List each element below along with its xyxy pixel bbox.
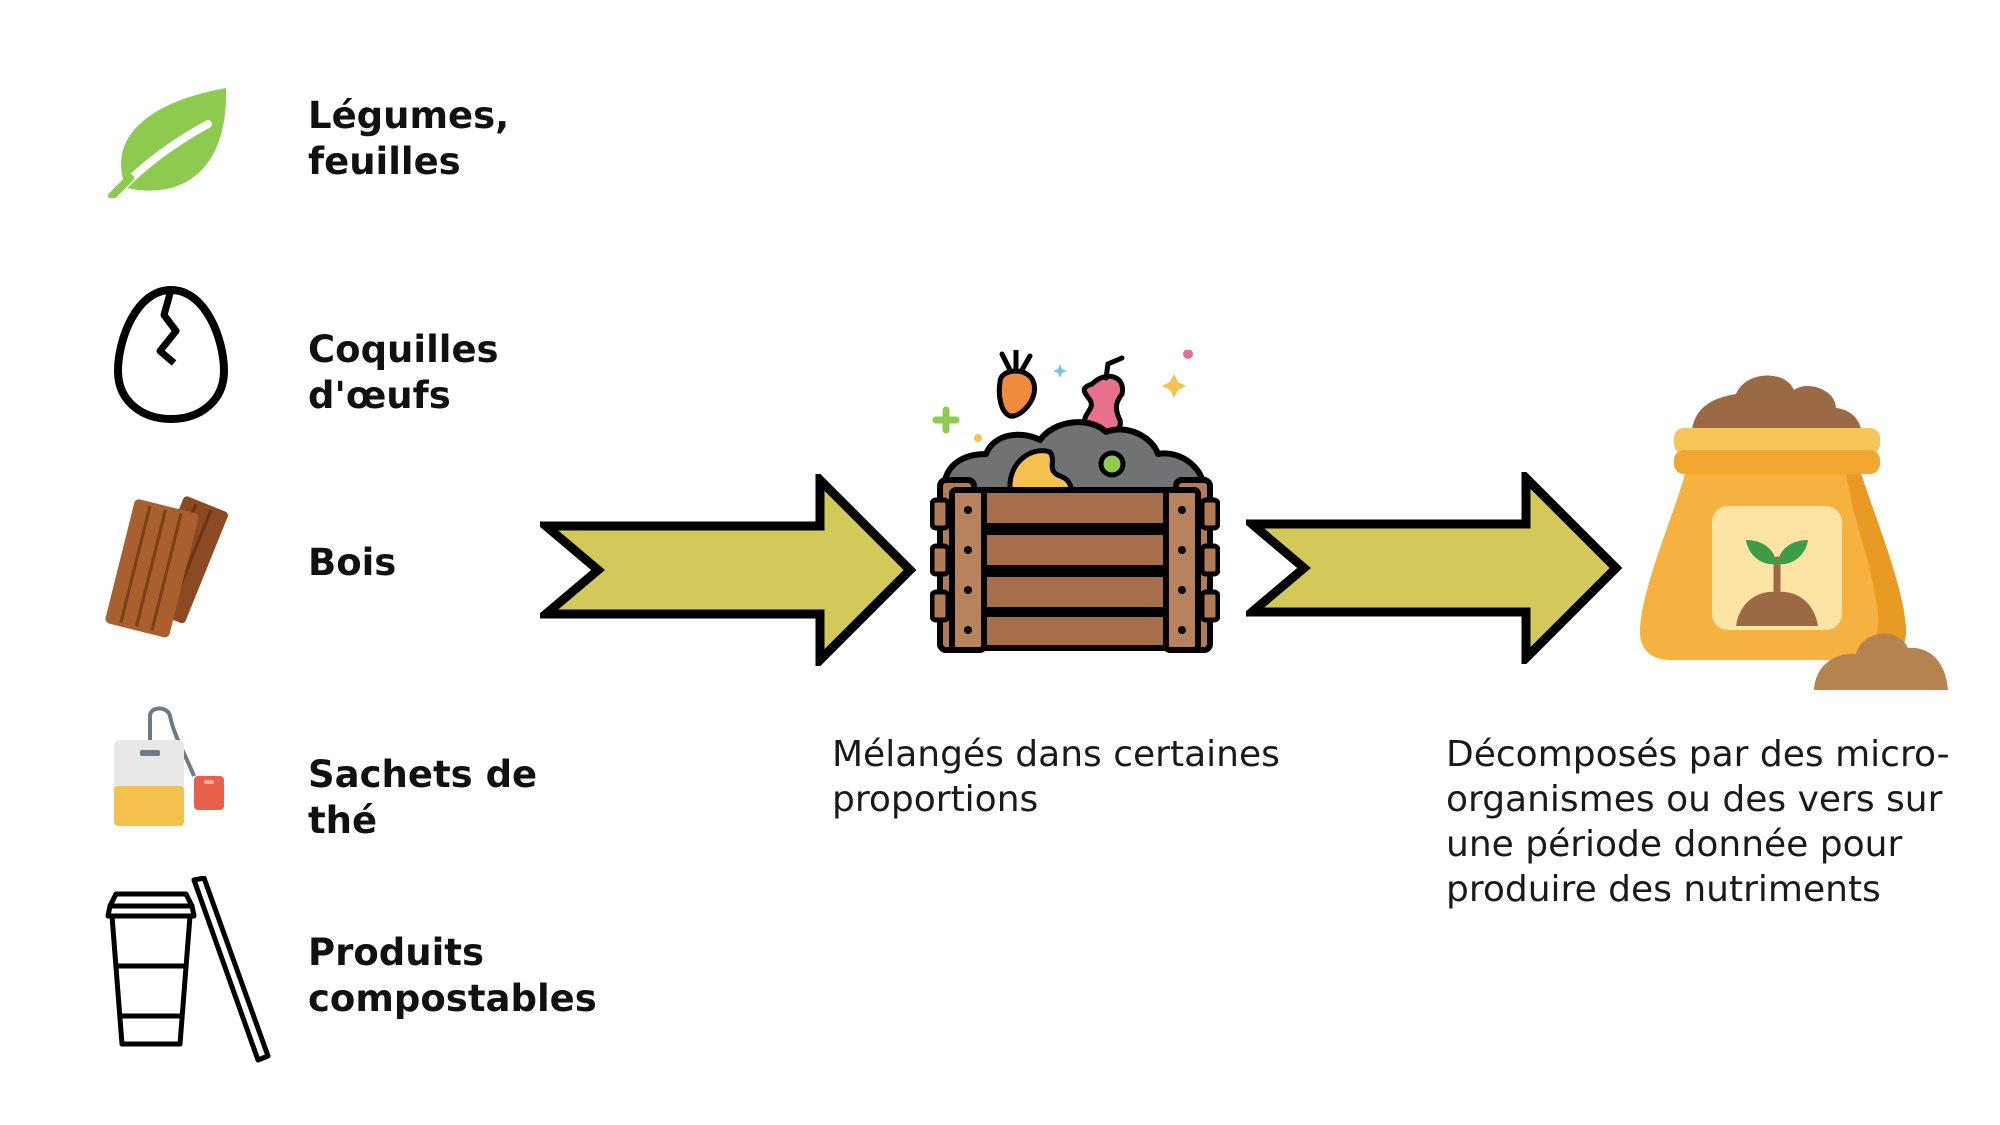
input-label-wood: Bois (308, 541, 397, 584)
step-caption-decompose: Décomposés par des micro- organismes ou … (1446, 734, 1950, 910)
compost-bin-icon (930, 350, 1220, 653)
soil-bag-icon (1640, 375, 1948, 690)
cracked-egg-icon (114, 285, 228, 423)
step-caption-mix: Mélangés dans certaines proportions (832, 734, 1280, 820)
cup-straw-icon (105, 876, 271, 1063)
input-label-vegetables: Légumes, feuilles (308, 94, 510, 183)
leaf-icon (108, 88, 227, 198)
input-label-eggshells: Coquilles d'œufs (308, 328, 499, 417)
arrow-right-icon (540, 474, 916, 666)
input-label-tea-bags: Sachets de thé (308, 753, 538, 842)
wood-planks-icon (105, 496, 228, 638)
tea-bag-icon (114, 706, 224, 826)
input-label-compostables: Produits compostables (308, 931, 597, 1020)
arrow-right-icon (1246, 472, 1622, 664)
